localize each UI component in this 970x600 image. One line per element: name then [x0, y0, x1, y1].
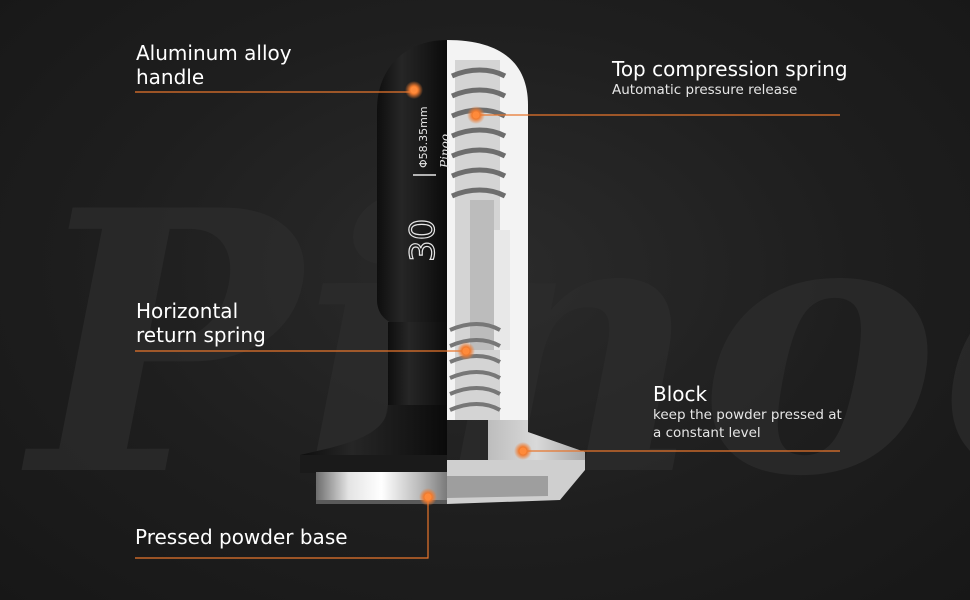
tamper-cutaway — [447, 40, 585, 504]
callout-handle-title: Aluminum alloy handle — [136, 41, 292, 89]
engraving-model: 30 — [403, 219, 443, 262]
callout-return-spring-title: Horizontal return spring — [136, 299, 266, 347]
callout-base: Pressed powder base — [135, 525, 348, 549]
callout-block: Block keep the powder pressed at a const… — [653, 382, 842, 442]
handle-engraving: 30 Φ58.35mm Pinoo — [402, 106, 452, 262]
callout-top-spring-subtitle: Automatic pressure release — [612, 82, 798, 98]
leader-line-handle — [135, 90, 415, 93]
callout-base-title: Pressed powder base — [135, 525, 348, 549]
callout-top-spring: Top compression spring Automatic pressur… — [612, 57, 848, 99]
callout-dots — [405, 81, 532, 506]
callout-top-spring-title: Top compression spring — [612, 57, 848, 81]
engraving-diameter: Φ58.35mm — [417, 106, 430, 168]
engraving-brand: Pinoo — [438, 134, 452, 169]
callout-handle: Aluminum alloy handle — [136, 41, 292, 89]
callout-return-spring: Horizontal return spring — [136, 299, 266, 347]
leader-line-base — [135, 497, 429, 559]
callout-block-subtitle: keep the powder pressed at a constant le… — [653, 407, 842, 441]
callout-block-title: Block — [653, 382, 708, 406]
